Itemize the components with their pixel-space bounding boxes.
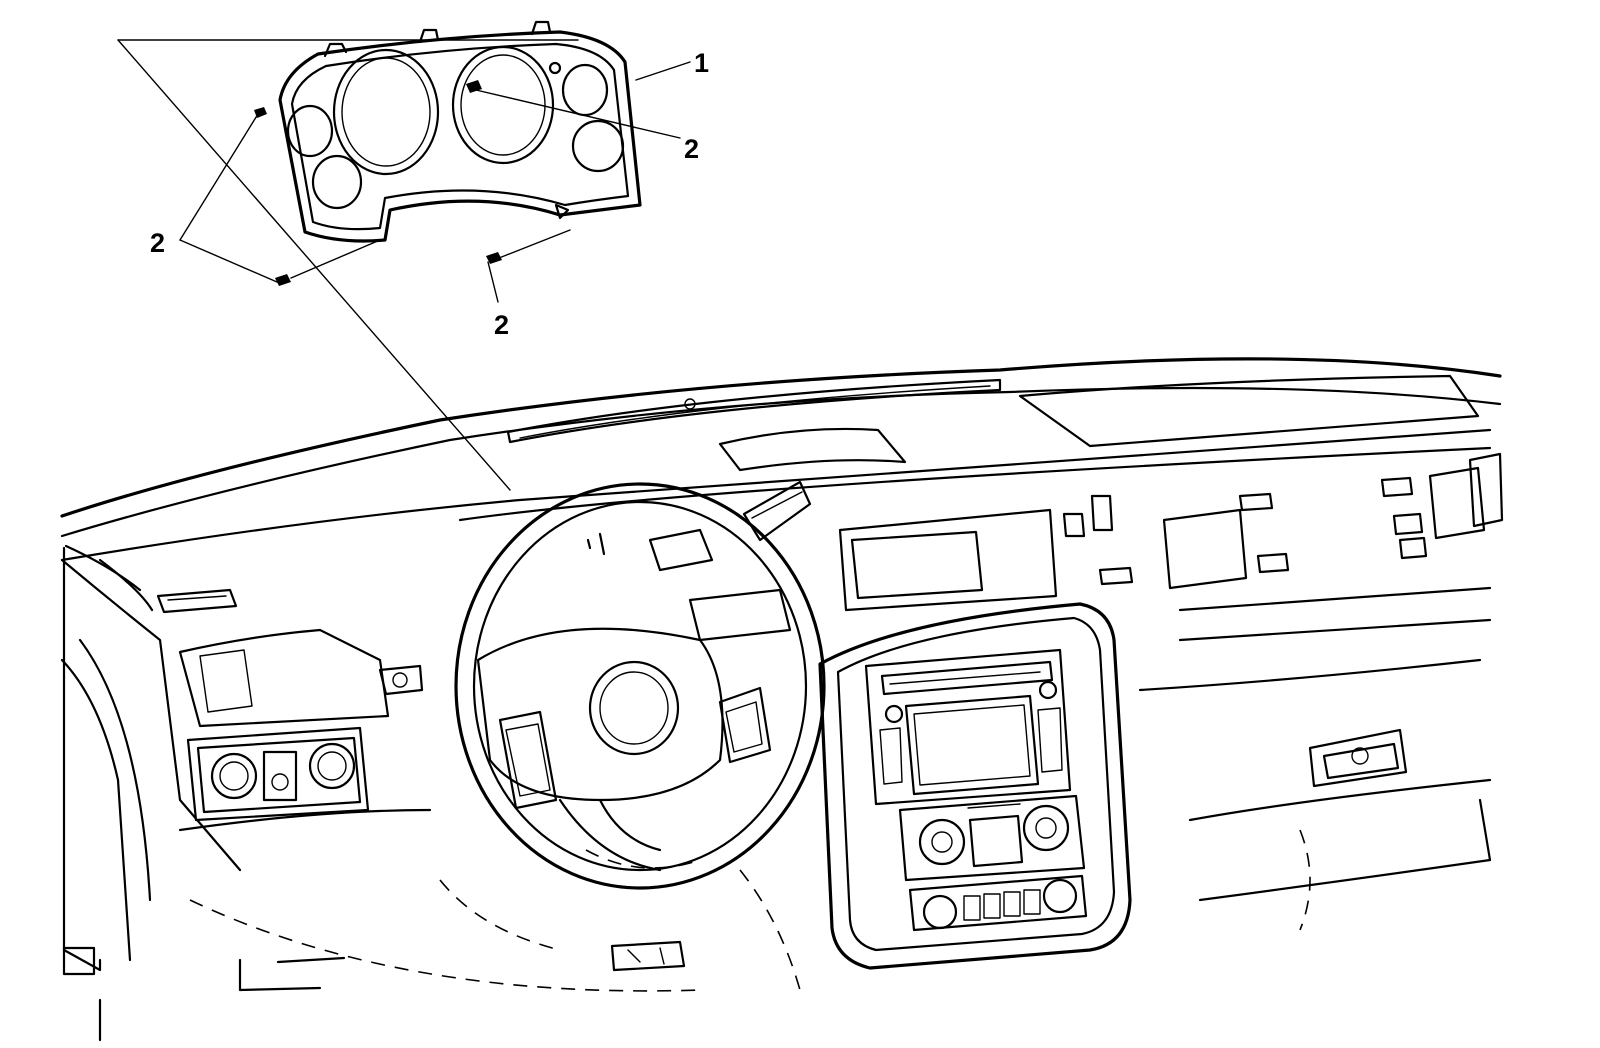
- instrument-panel: [60, 357, 1504, 1042]
- callout-2-right: 2: [684, 134, 699, 164]
- leader-lines: [117, 39, 691, 491]
- instrument-cluster-bezel: [278, 20, 642, 243]
- callout-1: 1: [694, 48, 709, 78]
- retaining-clips: [254, 80, 502, 286]
- steering-wheel: [378, 480, 826, 890]
- center-stack: [818, 602, 1132, 970]
- callout-labels: 1 2 2 2: [150, 48, 709, 340]
- callout-2-left: 2: [150, 228, 165, 258]
- callout-2-bottom: 2: [494, 310, 509, 340]
